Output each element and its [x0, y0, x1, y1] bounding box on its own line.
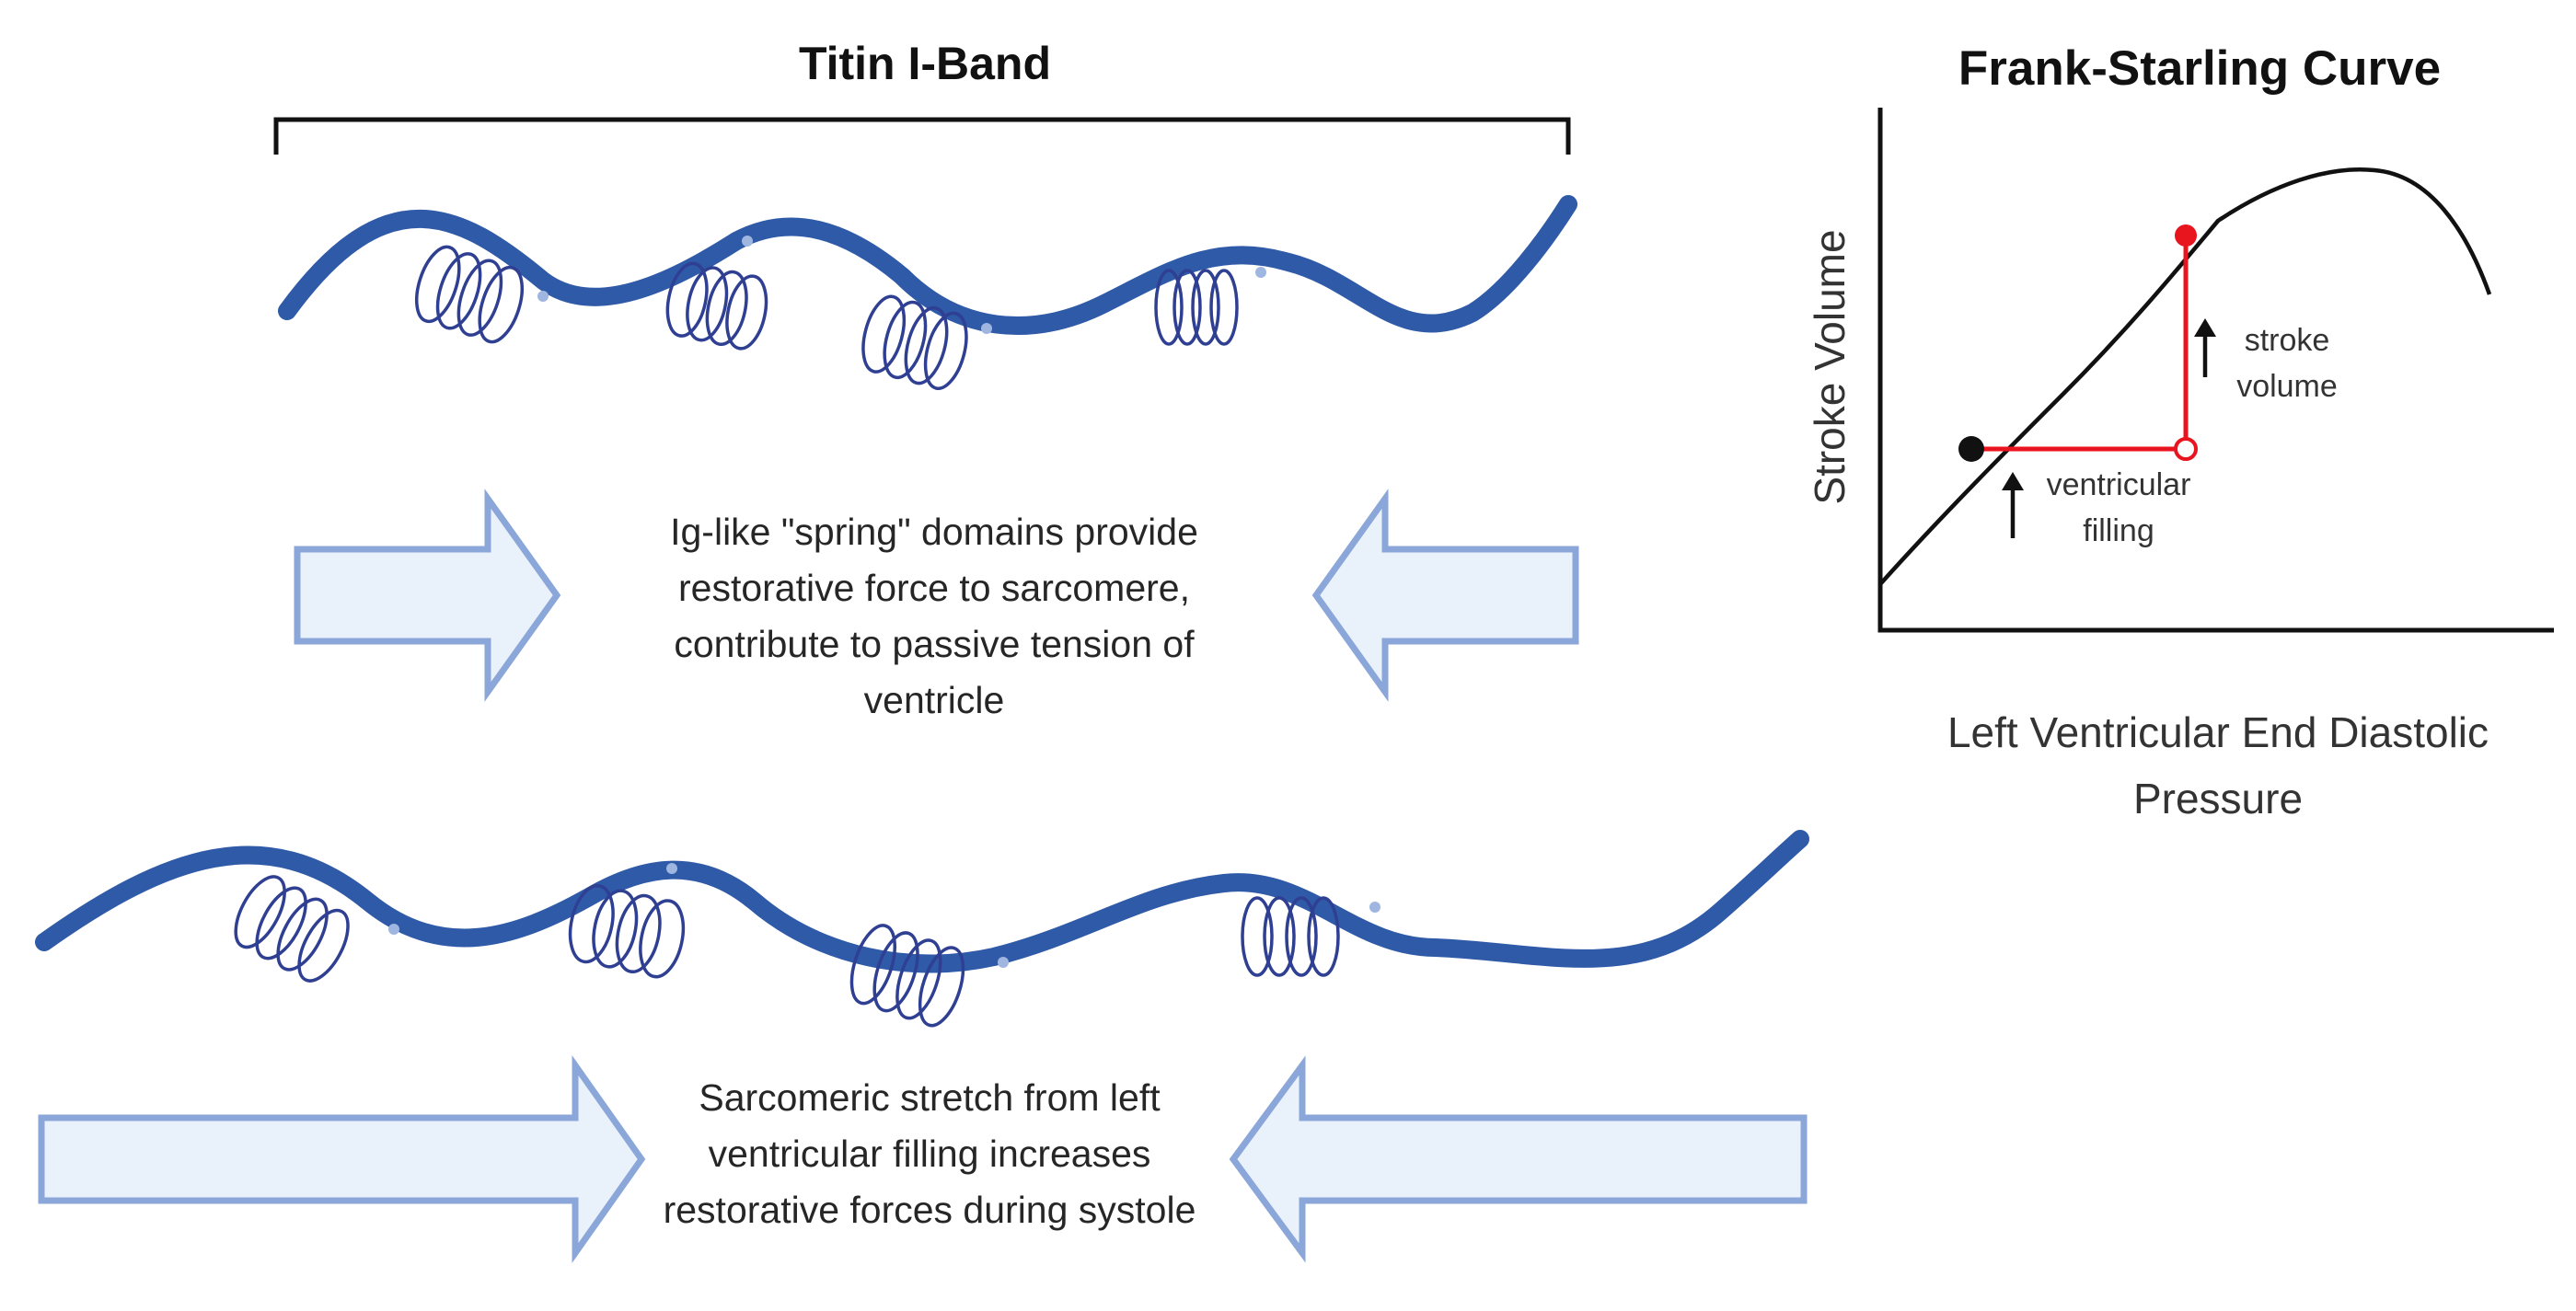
titin-title: Titin I-Band — [798, 38, 1052, 89]
frank-starling-curve — [1878, 167, 2492, 586]
titin-caption-bottom: Sarcomeric stretch from left ventricular… — [663, 1076, 1196, 1231]
frank-starling-title: Frank-Starling Curve — [1958, 41, 2442, 96]
y-axis-label: Stroke Volume — [1806, 229, 1854, 505]
i-band-bracket — [273, 117, 1571, 155]
spring-domain — [1154, 269, 1239, 346]
spring-domain — [414, 245, 525, 344]
titin-caption-top: Ig-like "spring" domains provide restora… — [670, 511, 1198, 721]
up-arrow-icon — [2002, 472, 2024, 538]
increased-sv-point — [2175, 224, 2197, 247]
baseline-point — [1958, 436, 1984, 462]
arrow-left-top — [1311, 489, 1579, 702]
spring-domain — [861, 294, 968, 390]
spring-domain — [849, 924, 965, 1028]
arrow-left-bottom — [1229, 1055, 1808, 1263]
spring-domain — [1241, 896, 1340, 977]
attachment-dot — [666, 863, 677, 874]
spring-domain — [234, 875, 350, 983]
attachment-dot — [1255, 267, 1266, 278]
spring-domain — [568, 884, 686, 979]
attachment-dot — [998, 957, 1009, 968]
attachment-dot — [981, 323, 992, 334]
attachment-dot — [742, 236, 753, 247]
stroke-volume-annotation: stroke volume — [2236, 323, 2338, 404]
arrow-right-top — [294, 489, 561, 702]
plot-axes — [1877, 108, 2554, 633]
titin-filament-bottom — [35, 830, 1809, 973]
attachment-dot — [1369, 902, 1380, 913]
spring-domain — [665, 261, 768, 351]
up-arrow-icon — [2194, 318, 2216, 377]
attachment-dot — [388, 924, 399, 935]
x-axis-label: Left Ventricular End Diastolic Pressure — [1946, 708, 2489, 822]
arrow-right-bottom — [38, 1054, 646, 1264]
ventricular-filling-annotation: ventricular filling — [2046, 467, 2191, 548]
attachment-dot — [537, 291, 549, 302]
open-point — [2174, 437, 2198, 461]
